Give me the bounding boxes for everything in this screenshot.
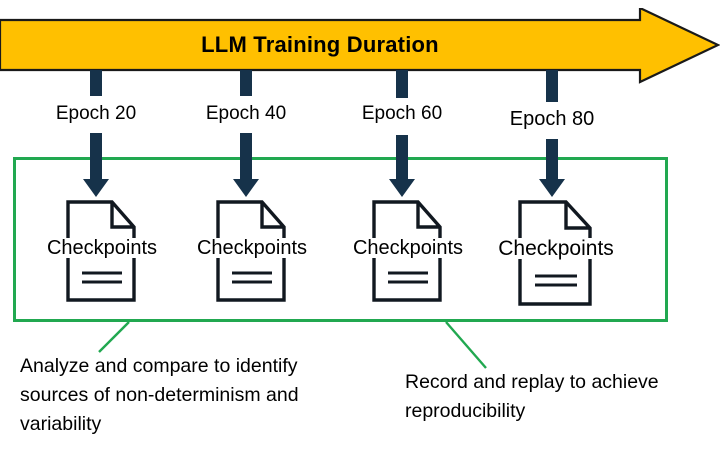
checkpoint-region-box	[13, 157, 668, 322]
epoch-label-4: Epoch 80	[509, 108, 595, 130]
caption-right: Record and replay to achieve reproducibi…	[405, 371, 659, 422]
checkpoint-group-epoch-80	[518, 200, 592, 306]
down-arrow-shape	[539, 139, 565, 197]
leader-line-right	[445, 321, 487, 369]
timeline-arrow-shape	[0, 8, 720, 84]
down-arrow-epoch-80	[539, 139, 565, 197]
caption-leader-lines	[98, 321, 487, 369]
checkpoint-label-4: Checkpoints	[476, 238, 636, 259]
down-arrow-shape	[233, 133, 259, 197]
connector-stub-epoch-40	[240, 70, 252, 96]
checkpoint-label-3: Checkpoints	[332, 238, 484, 258]
epoch-label-1: Epoch 20	[55, 103, 137, 124]
down-arrow-shape	[389, 135, 415, 197]
down-arrow-shape	[83, 133, 109, 197]
epoch-label-3: Epoch 60	[361, 103, 443, 124]
down-arrow-epoch-40	[233, 133, 259, 197]
document-icon	[518, 200, 592, 306]
document-icon	[372, 200, 442, 302]
checkpoint-label-1: Checkpoints	[26, 238, 178, 258]
document-icon	[216, 200, 286, 302]
epoch-label-2: Epoch 40	[205, 103, 287, 124]
connector-stub-epoch-60	[396, 70, 408, 98]
down-arrow-epoch-60	[389, 135, 415, 197]
caption-left: Analyze and compare to identify sources …	[20, 355, 299, 435]
timeline-title: LLM Training Duration	[201, 32, 439, 57]
checkpoint-group-epoch-60	[372, 200, 442, 302]
timeline-arrow	[0, 8, 720, 84]
connector-stub-epoch-20	[90, 70, 102, 96]
connector-stub-epoch-80	[546, 70, 558, 102]
checkpoint-group-epoch-40	[216, 200, 286, 302]
checkpoint-label-2: Checkpoints	[176, 238, 328, 258]
checkpoint-group-epoch-20	[66, 200, 136, 302]
leader-line-left	[98, 321, 130, 353]
document-icon	[66, 200, 136, 302]
down-arrow-epoch-20	[83, 133, 109, 197]
